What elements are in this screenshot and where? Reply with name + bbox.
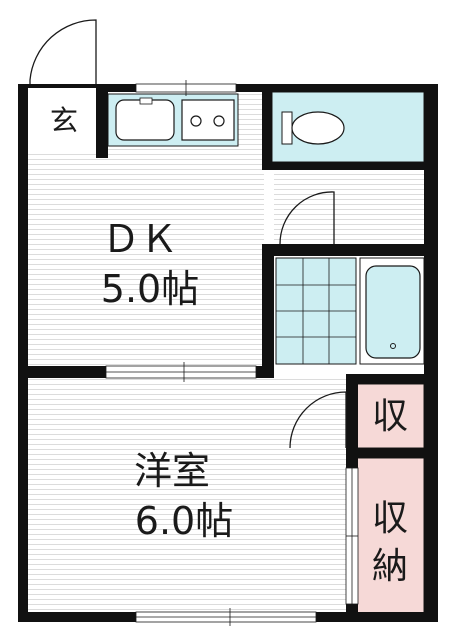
dk-room-size: 5.0帖 bbox=[101, 267, 199, 311]
dk-floor bbox=[26, 150, 264, 366]
doors bbox=[29, 19, 347, 449]
kitchen-counter bbox=[107, 93, 239, 147]
toilet-room bbox=[271, 91, 425, 169]
western-room-name: 洋室 bbox=[134, 449, 210, 493]
entrance-floor bbox=[26, 92, 106, 150]
western-room-size: 6.0帖 bbox=[135, 499, 233, 543]
storage-closet-label-1: 収 bbox=[372, 498, 408, 539]
storage-small-label: 収 bbox=[372, 396, 408, 437]
washroom-tiles bbox=[275, 257, 357, 365]
dk-room-name: ＤＫ bbox=[102, 217, 178, 261]
bathtub bbox=[359, 257, 425, 365]
hall-floor bbox=[264, 170, 424, 246]
western-floor bbox=[26, 378, 348, 614]
windows bbox=[105, 80, 359, 626]
entrance-label: 玄 bbox=[50, 104, 78, 137]
storage-closet-label-2: 納 bbox=[372, 546, 408, 587]
